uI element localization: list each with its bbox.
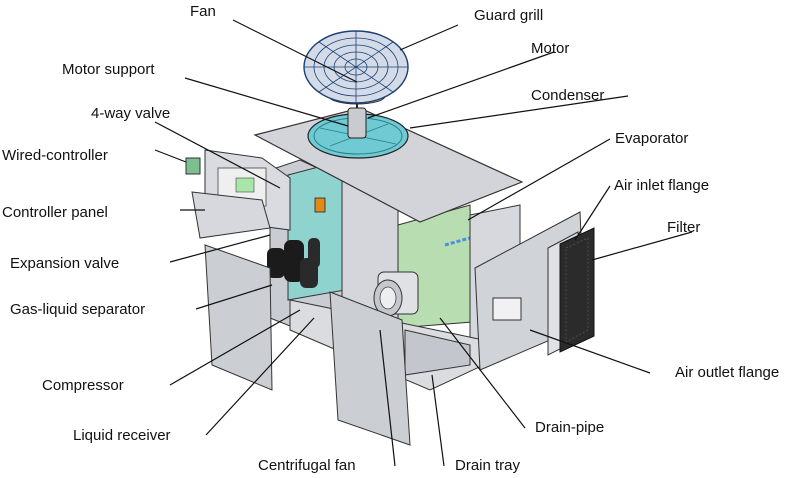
middle-door-panel	[329, 291, 411, 446]
label-expansion-valve: Expansion valve	[10, 255, 119, 272]
labels: Fan Guard grill Motor support Motor Cond…	[2, 3, 779, 474]
label-drain-tray: Drain tray	[455, 457, 521, 474]
label-centrifugal-fan: Centrifugal fan	[258, 457, 356, 474]
label-evaporator: Evaporator	[615, 130, 688, 147]
centrifugal-fan-unit	[373, 271, 419, 317]
label-gas-liquid-separator: Gas-liquid separator	[10, 301, 145, 318]
label-wired-controller: Wired-controller	[2, 147, 108, 164]
guard-grill	[303, 30, 409, 104]
label-controller-panel: Controller panel	[2, 204, 108, 221]
label-air-inlet-flange: Air inlet flange	[614, 177, 709, 194]
left-door-panel	[204, 244, 273, 391]
label-compressor: Compressor	[42, 377, 124, 394]
compressor-cluster	[267, 197, 326, 288]
label-four-way-valve: 4-way valve	[91, 105, 170, 122]
label-drain-pipe: Drain-pipe	[535, 419, 604, 436]
label-motor-support: Motor support	[62, 61, 155, 78]
wired-controller-device	[185, 157, 201, 175]
motor-body	[347, 107, 367, 139]
label-fan: Fan	[190, 3, 216, 20]
controller-lower-plate	[191, 191, 271, 239]
label-filter: Filter	[667, 219, 700, 236]
filter-panel	[559, 227, 595, 353]
label-guard-grill: Guard grill	[474, 7, 543, 24]
label-liquid-receiver: Liquid receiver	[73, 427, 171, 444]
label-motor: Motor	[531, 40, 569, 57]
leader-lines	[154, 19, 693, 467]
unit-illustration	[185, 30, 595, 446]
label-air-outlet-flange: Air outlet flange	[675, 364, 779, 381]
label-condenser: Condenser	[531, 87, 604, 104]
